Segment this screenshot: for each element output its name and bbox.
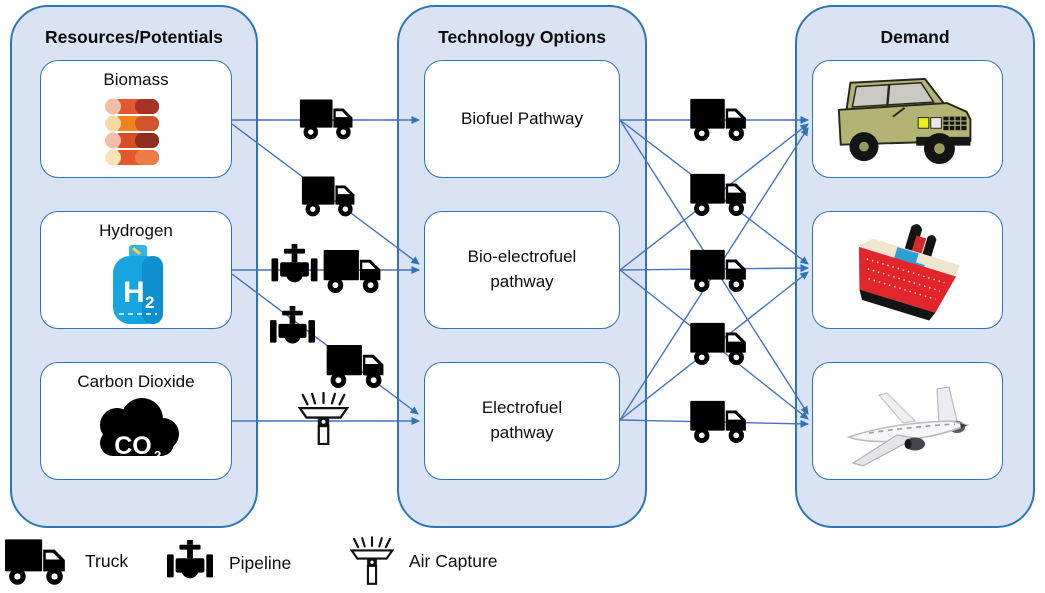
node-bio-electrofuel-pathway: Bio-electrofuel pathway [424, 211, 620, 329]
node-carbon-dioxide-label: Carbon Dioxide [77, 372, 195, 391]
airplane-image [839, 375, 979, 470]
truck-icon [689, 398, 751, 444]
svg-text:CO: CO [114, 432, 152, 460]
suv-image [833, 69, 983, 171]
node-biofuel-pathway: Biofuel Pathway [424, 60, 620, 178]
node-airplane [812, 362, 1003, 480]
truck-icon [322, 247, 386, 294]
node-biomass: Biomass [40, 60, 232, 178]
svg-text:2: 2 [154, 448, 161, 463]
node-carbon-dioxide: Carbon Dioxide CO 2 [40, 362, 232, 480]
node-hydrogen: Hydrogen H 2 [40, 211, 232, 329]
node-bio-electrofuel-pathway-label: Bio-electrofuel pathway [467, 247, 577, 291]
pipeline-icon [269, 306, 316, 351]
node-ship [812, 211, 1003, 329]
legend-label-pipeline: Pipeline [229, 552, 292, 573]
node-road-vehicle [812, 60, 1003, 178]
legend-item-pipeline: Pipeline [166, 540, 291, 586]
pipeline-icon [271, 244, 318, 290]
truck-icon [325, 342, 389, 389]
panel-title-technology: Technology Options [438, 27, 606, 47]
truck-icon [299, 96, 357, 141]
ship-image [849, 216, 969, 328]
panel-title-demand: Demand [880, 27, 950, 47]
node-electrofuel-pathway-label: Electrofuel pathway [481, 398, 563, 442]
truck-icon [689, 247, 751, 293]
svg-text:2: 2 [145, 293, 154, 312]
legend-item-air-capture: Air Capture [350, 532, 498, 590]
air-capture-icon [297, 392, 350, 445]
legend-label-truck: Truck [85, 550, 129, 571]
truck-icon [301, 173, 359, 218]
truck-icon [689, 171, 751, 217]
flow-line [231, 273, 419, 415]
svg-text:H: H [123, 276, 145, 309]
co2-cloud-icon: CO 2 [87, 397, 187, 467]
legend-item-truck: Truck [4, 536, 128, 586]
panel-title-resources: Resources/Potentials [45, 27, 223, 47]
air-capture-icon [350, 532, 394, 590]
truck-icon [689, 96, 751, 142]
node-biomass-label: Biomass [103, 70, 169, 89]
hydrogen-tank-icon: H 2 [109, 244, 167, 326]
pipeline-icon [166, 540, 214, 586]
truck-icon [689, 320, 751, 366]
legend-label-air-capture: Air Capture [409, 550, 498, 571]
biomass-logs-icon [103, 97, 167, 167]
truck-icon [4, 536, 70, 586]
node-hydrogen-label: Hydrogen [99, 221, 173, 240]
node-biofuel-pathway-label: Biofuel Pathway [461, 108, 583, 128]
node-electrofuel-pathway: Electrofuel pathway [424, 362, 620, 480]
